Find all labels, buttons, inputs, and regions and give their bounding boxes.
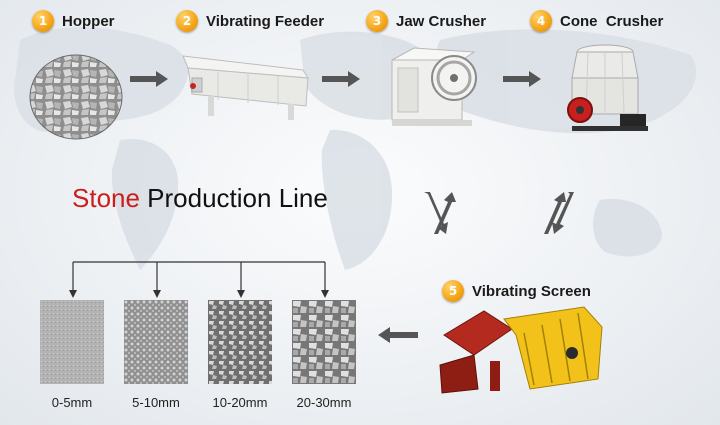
cone-crusher-image [567, 44, 648, 131]
return-flow-arrows-icon [424, 192, 456, 234]
sample-0-5mm-image [40, 300, 104, 384]
arrow-left-icon [378, 327, 418, 343]
step-jaw-crusher-label: 3 Jaw Crusher [366, 10, 486, 32]
step-title: Cone Crusher [560, 12, 664, 30]
return-flow-arrows-icon [544, 192, 574, 234]
step-vibrating-screen-label: 5 Vibrating Screen [442, 280, 591, 302]
vibrating-screen-image [439, 306, 603, 394]
step-title: Vibrating Feeder [206, 12, 325, 30]
arrow-right-icon [130, 71, 168, 87]
step-badge: 5 [442, 280, 464, 302]
sample-20-30mm-image [292, 300, 356, 384]
step-cone-crusher-label: 4 Cone Crusher [530, 10, 663, 32]
title-accent: Stone [72, 183, 140, 213]
step-badge: 2 [176, 10, 198, 32]
page-title: Stone Production Line [72, 183, 328, 214]
title-rest: Production Line [139, 183, 328, 213]
jaw-crusher-image [391, 47, 477, 126]
step-title: Vibrating Screen [472, 282, 591, 300]
step-hopper-label: 1 Hopper [32, 10, 115, 32]
distribution-bracket [69, 261, 329, 298]
step-title: Hopper [62, 12, 115, 30]
output-size-label: 10-20mm [212, 395, 268, 410]
step-vibrating-feeder-label: 2 Vibrating Feeder [176, 10, 324, 32]
arrow-right-icon [322, 71, 360, 87]
step-badge: 3 [366, 10, 388, 32]
hopper-rocks-image [29, 54, 123, 140]
sample-10-20mm-image [208, 300, 272, 384]
step-badge: 4 [530, 10, 552, 32]
step-title: Jaw Crusher [396, 12, 487, 30]
output-size-label: 20-30mm [296, 395, 352, 410]
step-badge: 1 [32, 10, 54, 32]
vibrating-feeder-image [182, 55, 309, 120]
arrow-right-icon [503, 71, 541, 87]
sample-5-10mm-image [124, 300, 188, 384]
output-size-label: 5-10mm [132, 395, 180, 410]
output-size-label: 0-5mm [51, 395, 93, 410]
